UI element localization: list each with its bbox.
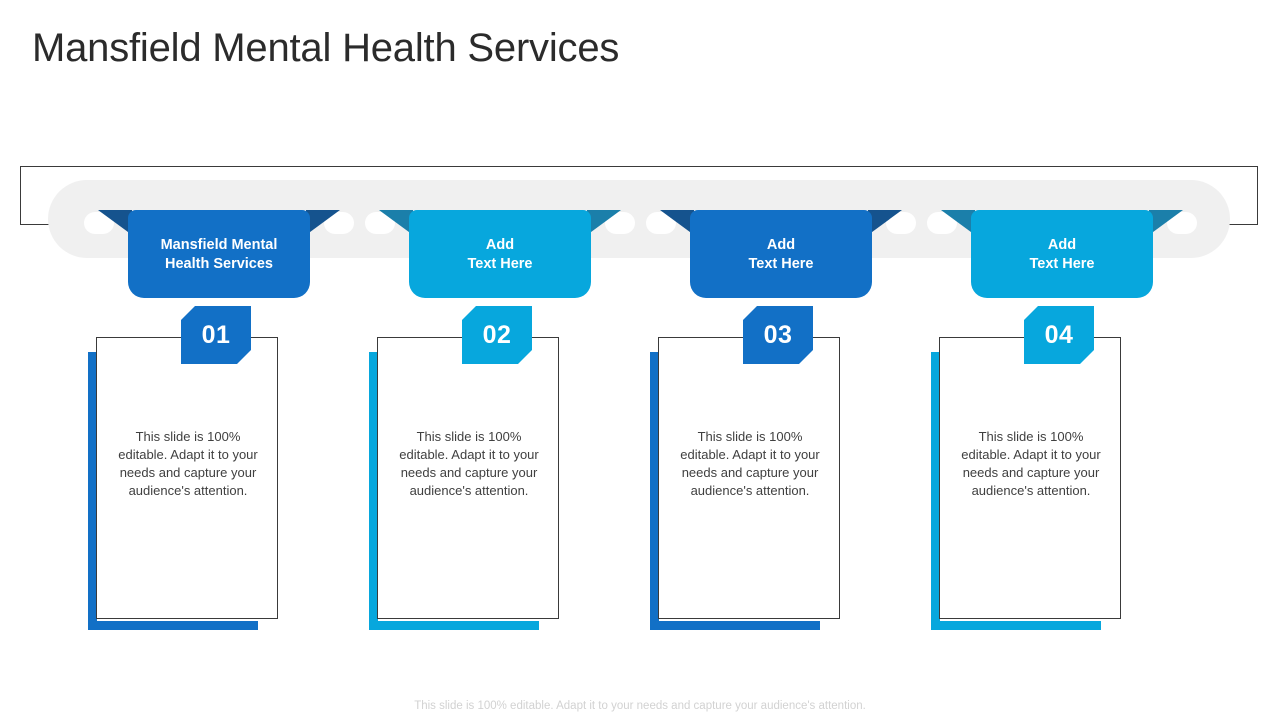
card-heading: Add Text Here (1029, 237, 1095, 272)
card-body-text: This slide is 100% editable. Adapt it to… (961, 429, 1101, 498)
card-body[interactable]: This slide is 100% editable. Adapt it to… (939, 337, 1121, 619)
card-number-badge[interactable]: 01 (181, 306, 251, 364)
ribbon-cap-left (84, 212, 114, 234)
ribbon-cap-right (605, 212, 635, 234)
card-body-text: This slide is 100% editable. Adapt it to… (680, 429, 820, 498)
card-body-text: This slide is 100% editable. Adapt it to… (118, 429, 258, 498)
ribbon-cap-left (646, 212, 676, 234)
card-number-badge[interactable]: 04 (1024, 306, 1094, 364)
card-number-badge[interactable]: 02 (462, 306, 532, 364)
card-body-text: This slide is 100% editable. Adapt it to… (399, 429, 539, 498)
card-number: 01 (201, 320, 231, 349)
card-banner[interactable]: Add Text Here (971, 210, 1153, 298)
card-number-badge[interactable]: 03 (743, 306, 813, 364)
card-heading: Mansfield Mental Health Services (160, 237, 278, 272)
card-body[interactable]: This slide is 100% editable. Adapt it to… (377, 337, 559, 619)
card-banner[interactable]: Add Text Here (690, 210, 872, 298)
ribbon-cap-right (324, 212, 354, 234)
footer-note: This slide is 100% editable. Adapt it to… (414, 700, 866, 712)
ribbon-cap-left (927, 212, 957, 234)
card-banner[interactable]: Mansfield Mental Health Services (128, 210, 310, 298)
card-heading: Add Text Here (748, 237, 814, 272)
ribbon-cap-left (365, 212, 395, 234)
card-number: 04 (1044, 320, 1074, 349)
card-body[interactable]: This slide is 100% editable. Adapt it to… (658, 337, 840, 619)
card-heading: Add Text Here (467, 237, 533, 272)
card-body[interactable]: This slide is 100% editable. Adapt it to… (96, 337, 278, 619)
page-title: Mansfield Mental Health Services (32, 26, 620, 70)
card-number: 03 (763, 320, 793, 349)
ribbon-cap-right (1167, 212, 1197, 234)
ribbon-cap-right (886, 212, 916, 234)
card-banner[interactable]: Add Text Here (409, 210, 591, 298)
card-number: 02 (482, 320, 512, 349)
